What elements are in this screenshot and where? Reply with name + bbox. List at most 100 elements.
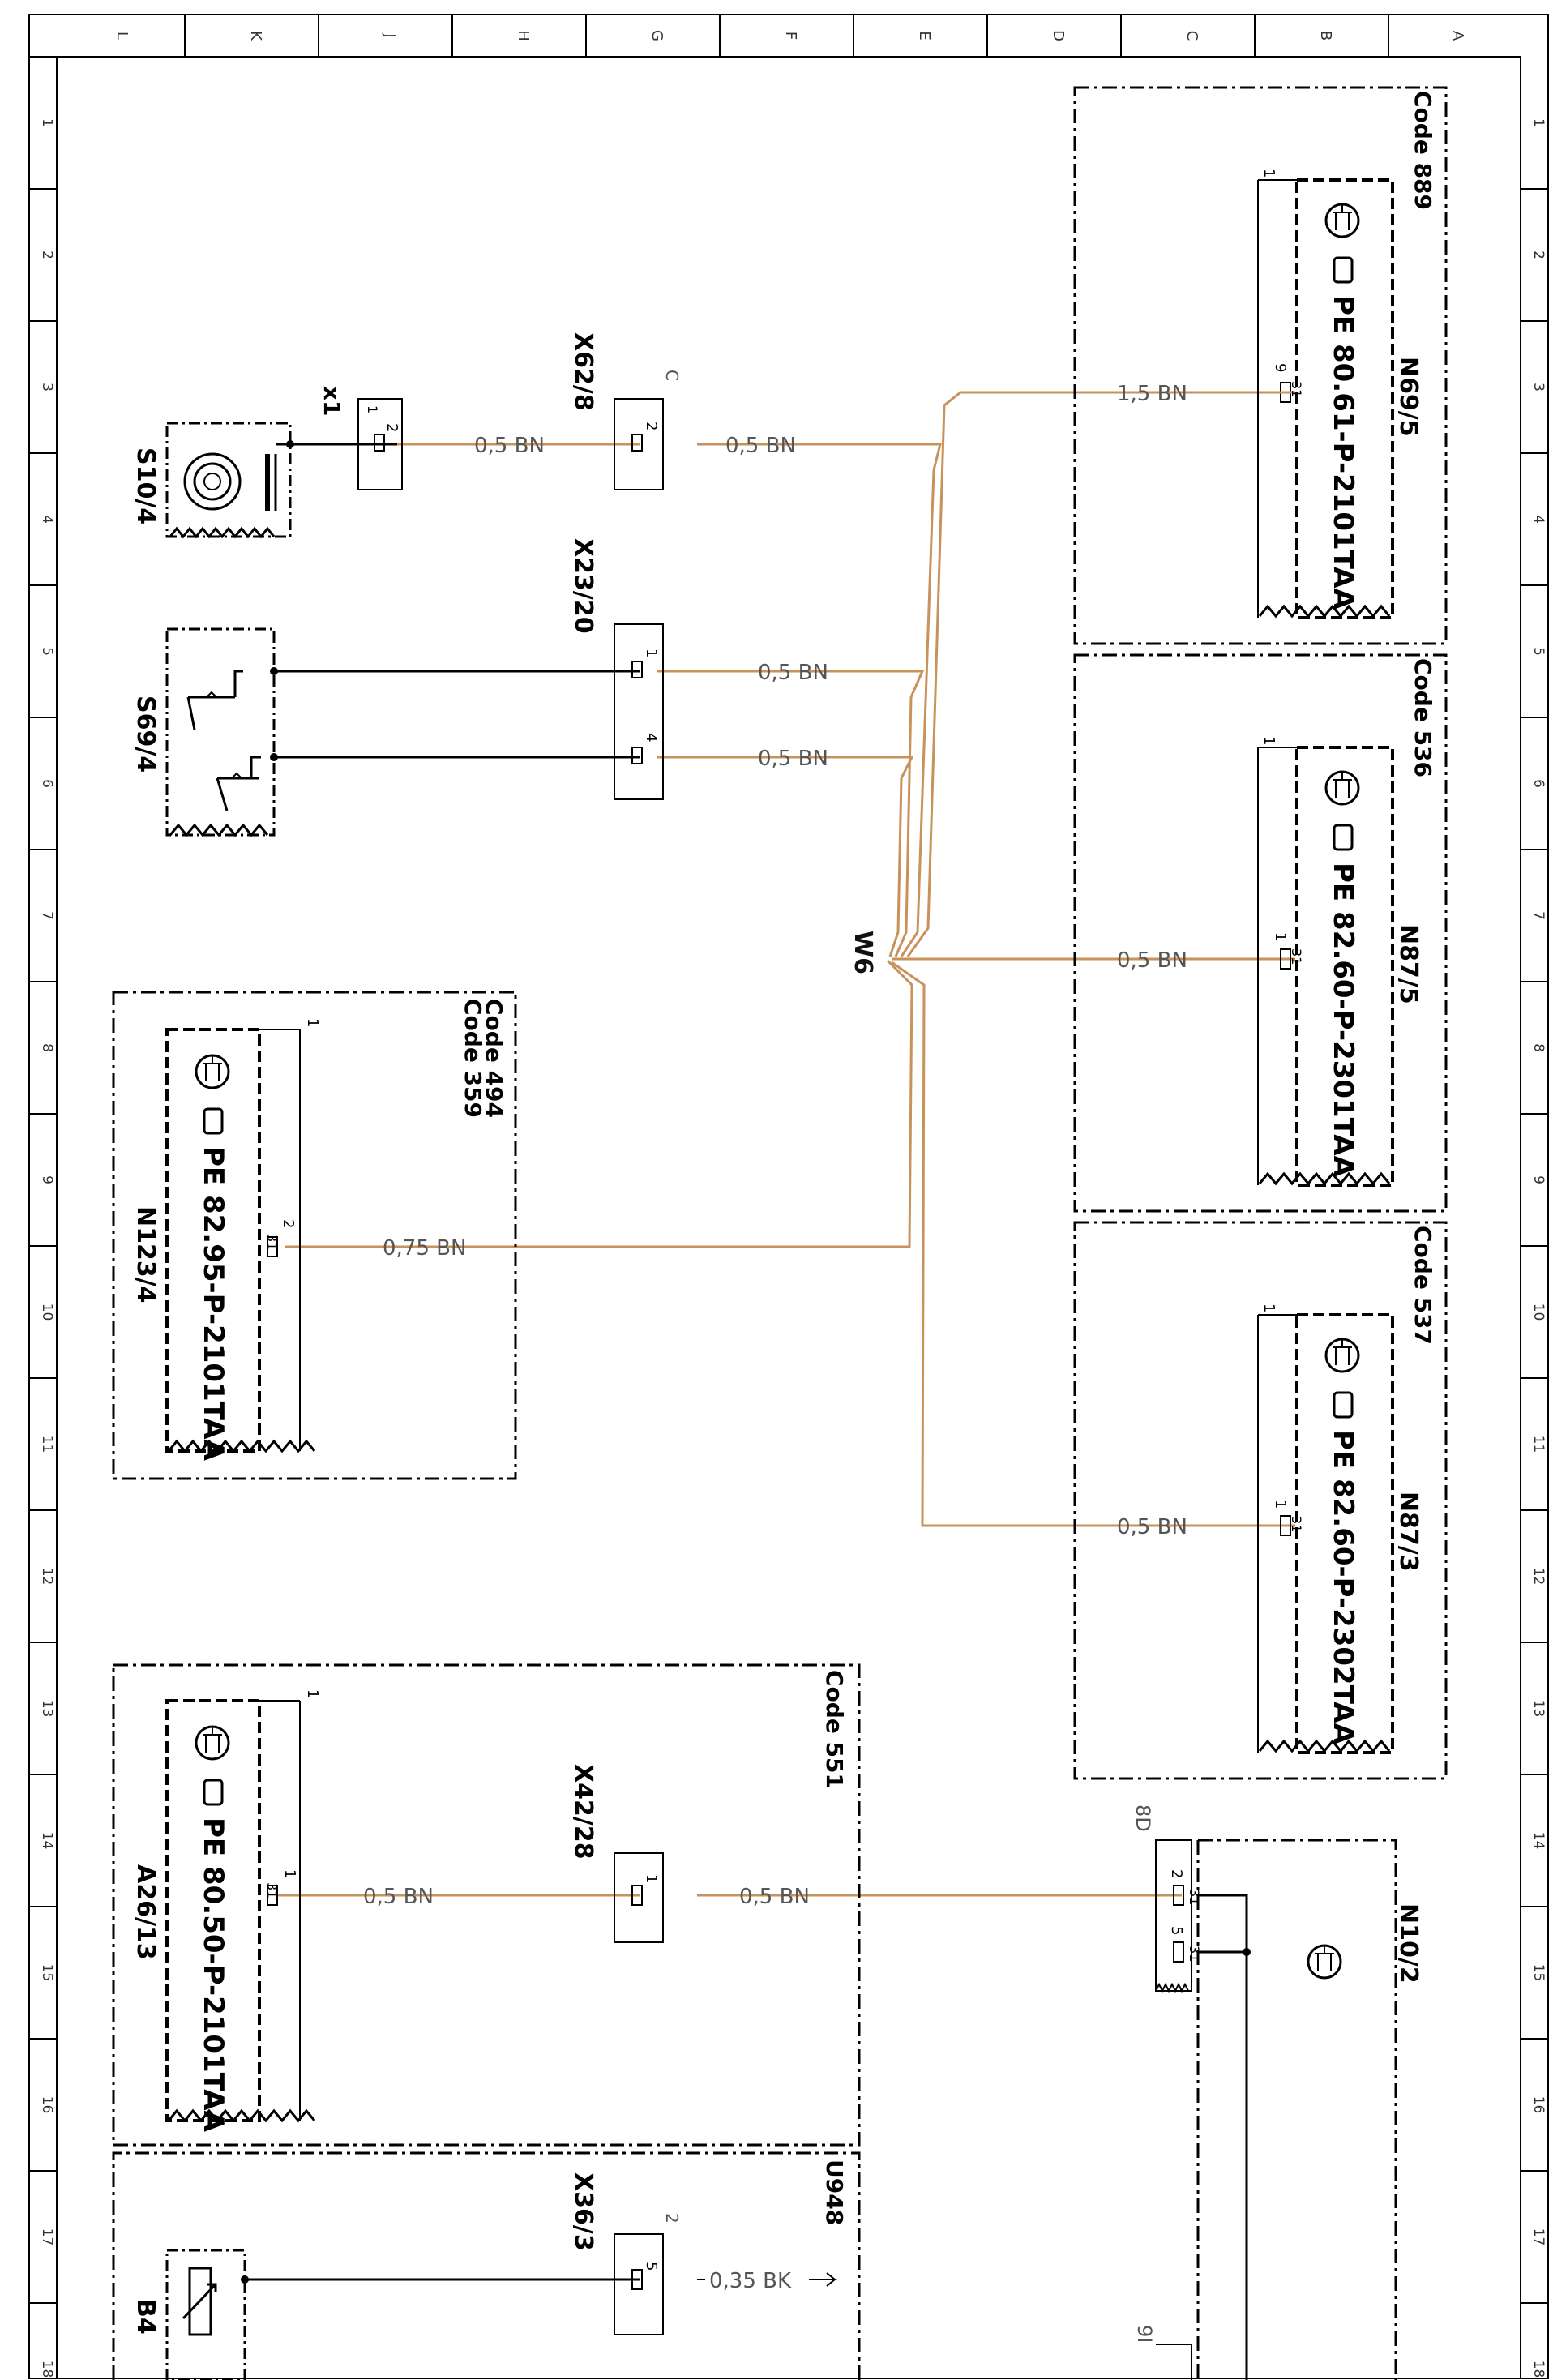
pe-reference: PE 82.60-P-2301TAA xyxy=(1327,863,1359,1178)
pin-one-mark: 1 xyxy=(304,1689,321,1698)
component-label: N69/5 xyxy=(1394,357,1423,437)
row-label: 4 xyxy=(1530,515,1547,524)
knob-icon xyxy=(183,452,242,511)
harness-label: W6 xyxy=(849,931,877,974)
pin-number: 31 xyxy=(1289,948,1304,965)
wire-label: 0,5 BN xyxy=(474,434,545,458)
transistor-icon xyxy=(195,1725,230,1761)
pe-reference: PE 82.60-P-2302TAA xyxy=(1327,1430,1359,1745)
component-label: A26/13 xyxy=(131,1864,160,1960)
code-label: Code 889 xyxy=(1410,91,1436,210)
connector-label: 9I xyxy=(1133,2325,1156,2343)
wire-x23-20-pin4 xyxy=(657,756,914,957)
row-ticks xyxy=(29,188,1548,2304)
code-label: Code 537 xyxy=(1410,1226,1436,1345)
row-label: 7 xyxy=(1530,911,1547,920)
connector-label: 8D xyxy=(1132,1804,1154,1832)
wire-label: 0,5 BN xyxy=(363,1885,434,1909)
pin-number: 31 xyxy=(1187,1946,1202,1962)
pin-number: 31 xyxy=(264,1882,280,1898)
row-label: 2 xyxy=(1530,250,1547,259)
hand-pointer-icon xyxy=(1333,256,1354,284)
hand-pointer-icon xyxy=(203,1779,224,1806)
connector-label: X23/20 xyxy=(569,538,597,634)
code-label: Code 359 xyxy=(460,999,486,1118)
drawing-frame xyxy=(28,14,1549,2379)
connector-x42-28: 1 X42/28 xyxy=(569,1764,664,1943)
pin-number: 1 xyxy=(643,649,660,657)
component-label: N87/3 xyxy=(1394,1492,1423,1572)
component-n69-5: 1 9 31 PE 80.61-P-2101TAA Code 889 N69/5 xyxy=(1073,86,1448,645)
row-label: 5 xyxy=(1530,647,1547,656)
connector-letter: C xyxy=(662,370,682,381)
connector-label: x1 xyxy=(319,386,345,417)
row-label: 9 xyxy=(1530,1175,1547,1184)
pe-reference: PE 80.50-P-2101TAA xyxy=(197,1817,229,2133)
row-label: 15 xyxy=(1530,1964,1547,1982)
connector-label: X62/8 xyxy=(569,332,597,411)
col-label: F xyxy=(782,32,799,40)
pin-one-mark: 1 xyxy=(1260,736,1277,745)
transistor-icon xyxy=(1324,203,1360,238)
pin-number: 1 xyxy=(1272,1500,1289,1509)
row-label: 17 xyxy=(39,2228,55,2246)
code-label: Code 551 xyxy=(821,1670,848,1789)
code-label: Code 536 xyxy=(1410,658,1436,777)
wire-label: 0,5 BN xyxy=(739,1885,810,1909)
row-label: 6 xyxy=(39,779,55,788)
hand-pointer-icon xyxy=(1333,1391,1354,1419)
wire-label: 0,5 BN xyxy=(758,747,828,771)
pin-number: 4 xyxy=(643,733,660,742)
component-u948-area: U948 B4 5 2 X36/3 xyxy=(112,2151,861,2380)
row-label: 3 xyxy=(1530,383,1547,392)
pe-reference: PE 80.61-P-2101TAA xyxy=(1327,295,1359,610)
row-label: 18 xyxy=(39,2361,55,2378)
wire-n69-5 xyxy=(906,391,1264,957)
component-label: N87/5 xyxy=(1394,924,1423,1004)
pin-number: 31 xyxy=(1289,1516,1304,1532)
row-label: 2 xyxy=(39,250,55,259)
transistor-icon xyxy=(1324,1338,1360,1373)
pin-one-mark: 1 xyxy=(304,1018,321,1027)
pin-one-mark: 1 xyxy=(1260,1303,1277,1312)
component-n123-4: 1 2 31 PE 82.95-P-2101TAA Code 494 Code … xyxy=(112,991,517,1480)
component-label: N10/2 xyxy=(1394,1903,1423,1984)
col-label: G xyxy=(648,30,665,41)
transistor-icon xyxy=(1307,1944,1342,1980)
pin-number: 31 xyxy=(1187,1889,1202,1905)
pin-number: 2 xyxy=(280,1219,297,1228)
row-label: 15 xyxy=(39,1964,55,1982)
wire-label: 0,5 BN xyxy=(725,434,796,458)
code-label: Code 494 xyxy=(481,999,507,1118)
wire-labels: 0,5 BN 0,5 BN 1,5 BN 0,5 BN 0,5 BN 0,5 B… xyxy=(363,382,1187,2293)
wire-n123-4 xyxy=(285,959,913,1248)
code-label: U948 xyxy=(821,2160,848,2225)
row-label: 14 xyxy=(39,1832,55,1850)
connector-label: X42/28 xyxy=(569,1764,597,1860)
row-label: 9 xyxy=(39,1175,55,1184)
wire-label: 0,35 BK xyxy=(709,2269,792,2293)
transistor-icon xyxy=(195,1054,230,1089)
pin-number: 31 xyxy=(1289,381,1304,397)
row-label: 10 xyxy=(39,1303,55,1321)
row-label: 16 xyxy=(1530,2096,1547,2114)
connector-x23-20: 1 4 X23/20 xyxy=(569,538,664,800)
pin-number: 5 xyxy=(1168,1926,1185,1935)
wire-label: 0,5 BN xyxy=(758,661,828,685)
row-label: 11 xyxy=(1530,1436,1547,1453)
wire-x23-20-pin1 xyxy=(657,670,925,957)
col-label: B xyxy=(1317,31,1334,41)
pin-number: 2 xyxy=(643,422,660,430)
column-header-row xyxy=(184,15,1389,57)
wire-n87-3 xyxy=(891,961,1295,1527)
component-label: S10/4 xyxy=(131,447,160,524)
pin-number: 9 xyxy=(1272,363,1289,372)
row-label: 18 xyxy=(1530,2361,1547,2378)
component-label: S69/4 xyxy=(131,696,160,773)
wire-label: 0,5 BN xyxy=(1117,948,1187,973)
row-label: 13 xyxy=(39,1700,55,1718)
col-label: L xyxy=(113,32,130,40)
row-label: 1 xyxy=(39,118,55,127)
